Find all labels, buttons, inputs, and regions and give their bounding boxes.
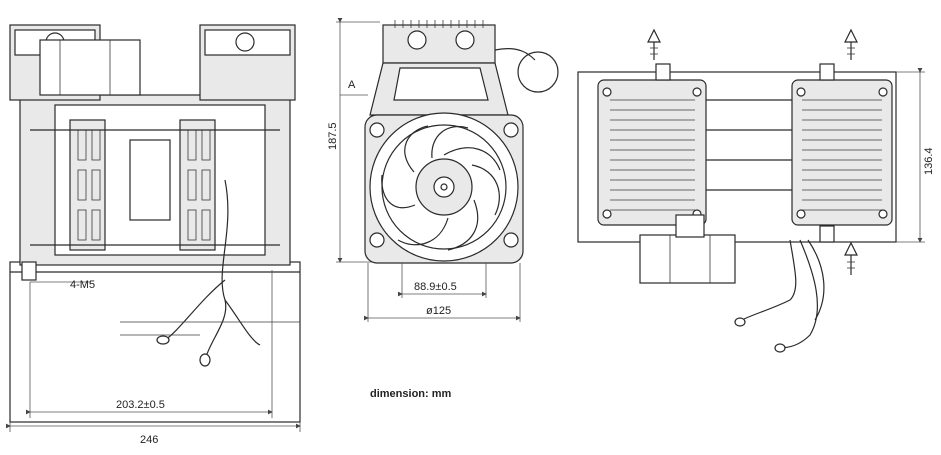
label-section-a: A xyxy=(348,79,356,91)
front-base-plate xyxy=(9,261,301,423)
side-view: 187.5 A xyxy=(327,18,559,400)
top-view: 136.4 xyxy=(577,28,935,353)
side-head xyxy=(382,24,496,64)
label-136-4: 136.4 xyxy=(923,147,935,175)
label-4-m5: 4-M5 xyxy=(70,279,95,291)
top-head-right xyxy=(791,79,893,226)
label-203-2: 203.2±0.5 xyxy=(116,399,165,411)
label-246: 246 xyxy=(140,434,158,446)
label-88-9: 88.9±0.5 xyxy=(414,281,457,293)
front-capacitor xyxy=(39,39,141,96)
top-capacitor xyxy=(639,234,736,284)
dimension-note: dimension: mm xyxy=(370,388,452,400)
front-view: 4-M5 203.2±0.5 246 xyxy=(6,24,301,446)
label-125: ø125 xyxy=(426,305,451,317)
top-head-left xyxy=(597,79,707,226)
label-187-5: 187.5 xyxy=(327,122,339,150)
